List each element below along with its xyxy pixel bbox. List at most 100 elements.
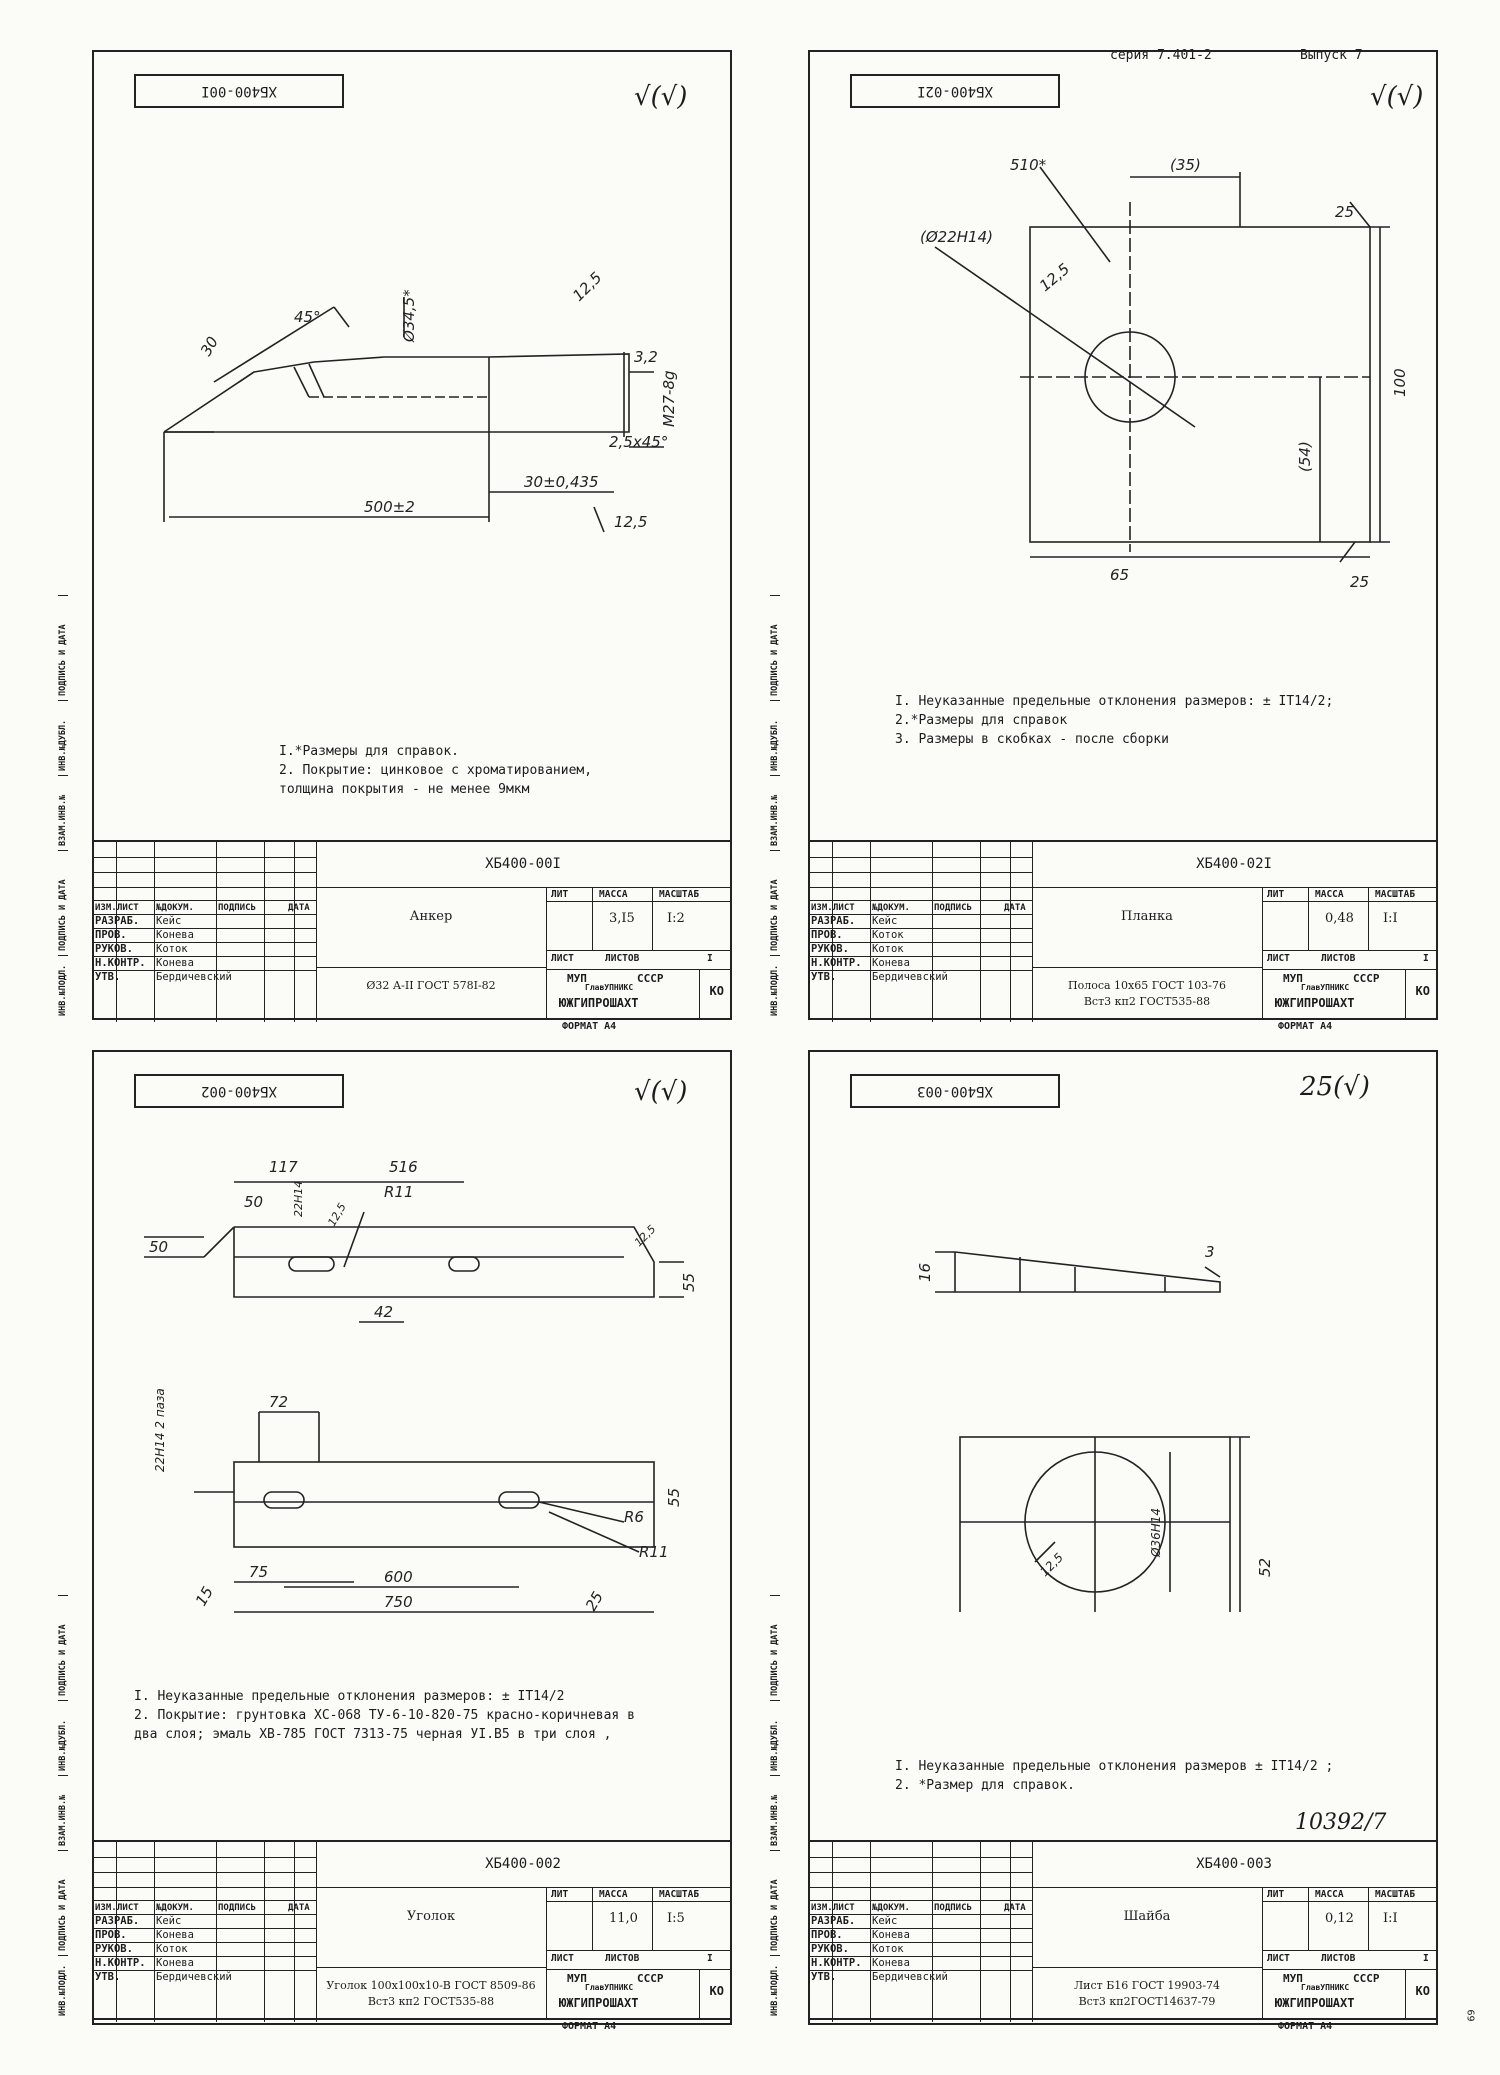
- mass-value: 0,48: [1325, 911, 1354, 926]
- role-header-cell: ЛИСТ: [833, 903, 855, 913]
- org-line1: МУП: [1283, 1972, 1303, 1985]
- role-label: УТВ.: [95, 971, 121, 983]
- divider: [1263, 901, 1436, 902]
- role-header-cell: №ДОКУМ.: [872, 903, 910, 913]
- divider: [592, 887, 593, 950]
- sidebar-labels: ИНВ.№ПОДЛ.ПОДПИСЬ И ДАТАВЗАМ.ИНВ.№ИНВ.№Д…: [58, 595, 68, 1020]
- dim-hole: Ø36Н14: [1149, 1508, 1163, 1558]
- role-label: РУКОВ.: [95, 1943, 133, 1955]
- role-label: РУКОВ.: [95, 943, 133, 955]
- dim-25-top: 25: [1335, 203, 1354, 221]
- dim-45deg: 45°: [294, 308, 321, 326]
- drawing-sheet-plate: ХБ400-02I √(√) 510* (35) (Ø22Н14) 12,5 2…: [808, 50, 1438, 1020]
- dim-65: 65: [1110, 566, 1129, 584]
- lit-label: ЛИТ: [551, 889, 569, 900]
- sidebar-label: ПОДПИСЬ И ДАТА: [770, 1850, 780, 1955]
- grid-row-blank: [810, 1887, 1032, 1888]
- mass-label: МАССА: [599, 1889, 628, 1900]
- org-code: КО: [709, 984, 724, 998]
- role-header-cell: ДАТА: [1004, 1903, 1026, 1913]
- grid-line: [216, 842, 217, 1022]
- scale-label: МАСШТАБ: [659, 1889, 700, 1900]
- material-spec: Ø32 А-II ГОСТ 578I-82: [316, 967, 546, 1022]
- role-person: Конева: [872, 1957, 910, 1969]
- grid-line: [1010, 842, 1011, 1022]
- dim-hole: (Ø22Н14): [920, 228, 993, 246]
- org-line2: ГлавУПНИКС: [585, 983, 634, 992]
- grid-line: [1032, 842, 1033, 1022]
- role-row: Н.КОНТР.Конева: [94, 956, 316, 971]
- role-header-cell: ПОДПИСЬ: [934, 903, 972, 913]
- role-header-cell: ДАТА: [288, 1903, 310, 1913]
- org-line2: ГлавУПНИКС: [1301, 983, 1350, 992]
- role-header-cell: №ДОКУМ.: [156, 903, 194, 913]
- sidebar-label: ВЗАМ.ИНВ.№: [770, 1775, 780, 1850]
- sidebar-label: ИНВ.№ДУБЛ.: [58, 700, 68, 775]
- role-label: РУКОВ.: [811, 943, 849, 955]
- role-person: Коток: [156, 943, 188, 955]
- org-line2: ГлавУПНИКС: [1301, 1983, 1350, 1992]
- grid-line: [294, 1842, 295, 2022]
- sidebar-labels: ИНВ.№ПОДЛ.ПОДПИСЬ И ДАТАВЗАМ.ИНВ.№ИНВ.№Д…: [770, 595, 780, 1020]
- divider: [592, 1887, 593, 1950]
- sheets-label: ЛИСТОВ: [1321, 1953, 1356, 1964]
- grid-row-blank: [94, 857, 316, 858]
- role-row: РУКОВ. Коток: [94, 942, 316, 957]
- role-row: ПРОВ.Конева: [94, 1928, 316, 1943]
- dim-42: 42: [374, 1303, 393, 1321]
- grid-line: [1032, 1842, 1033, 2022]
- scale-value: I:2: [667, 911, 685, 926]
- role-person: Кейс: [872, 1915, 898, 1927]
- material-line1: Полоса 10х65 ГОСТ 103-76: [1068, 979, 1226, 992]
- lit-label: ЛИТ: [1267, 889, 1285, 900]
- org-line2: ГлавУПНИКС: [585, 1983, 634, 1992]
- page-number: 69: [1466, 2009, 1478, 2022]
- grid-line: [316, 1842, 317, 2022]
- divider: [699, 970, 700, 1018]
- divider: [547, 901, 730, 902]
- grid-line: [870, 842, 871, 1022]
- sheet-label: ЛИСТ: [551, 1953, 574, 1964]
- grid-row-blank: [94, 887, 316, 888]
- org-line4: ЮЖГИПРОШАХТ: [1275, 996, 1355, 1010]
- role-person: Конева: [156, 1929, 194, 1941]
- role-header-cell: ЛИСТ: [117, 1903, 139, 1913]
- role-row: ПРОВ.Коток: [810, 928, 1032, 943]
- role-row: Н.КОНТР.Конева: [810, 1956, 1032, 1971]
- dim-slots-2: 22Н14 2 паза: [153, 1388, 167, 1472]
- dim-thread-length: 30±0,435: [524, 473, 599, 491]
- material-line1: Ø32 А-II ГОСТ 578I-82: [366, 979, 496, 992]
- org-line3: СССР: [1353, 1972, 1380, 1985]
- role-header-cell: ИЗМ.: [95, 903, 117, 913]
- dim-100: 100: [1391, 368, 1409, 397]
- sidebar-label: ПОДПИСЬ И ДАТА: [770, 850, 780, 955]
- sheet-label: ЛИСТ: [1267, 953, 1290, 964]
- grid-row-blank: [94, 872, 316, 873]
- mass-value: 3,I5: [609, 911, 635, 926]
- sidebar-label: ВЗАМ.ИНВ.№: [58, 1775, 68, 1850]
- role-person: Конева: [156, 957, 194, 969]
- mass-label: МАССА: [1315, 889, 1344, 900]
- role-label: УТВ.: [811, 1971, 837, 1983]
- role-header-cell: ИЗМ.: [811, 903, 833, 913]
- role-label: РАЗРАБ.: [95, 1915, 140, 1927]
- role-person: Конева: [156, 1957, 194, 1969]
- grid-line: [832, 842, 833, 1022]
- grid-row-blank: [810, 857, 1032, 858]
- dim-72: 72: [269, 1393, 288, 1411]
- dim-chamfer: 2,5х45°: [609, 433, 668, 451]
- scale-value: I:I: [1383, 911, 1398, 926]
- grid-line: [116, 1842, 117, 2022]
- format-label: ФОРМАТ А4: [562, 2021, 617, 2032]
- dim-516: 516: [389, 1158, 418, 1176]
- grid-line: [980, 842, 981, 1022]
